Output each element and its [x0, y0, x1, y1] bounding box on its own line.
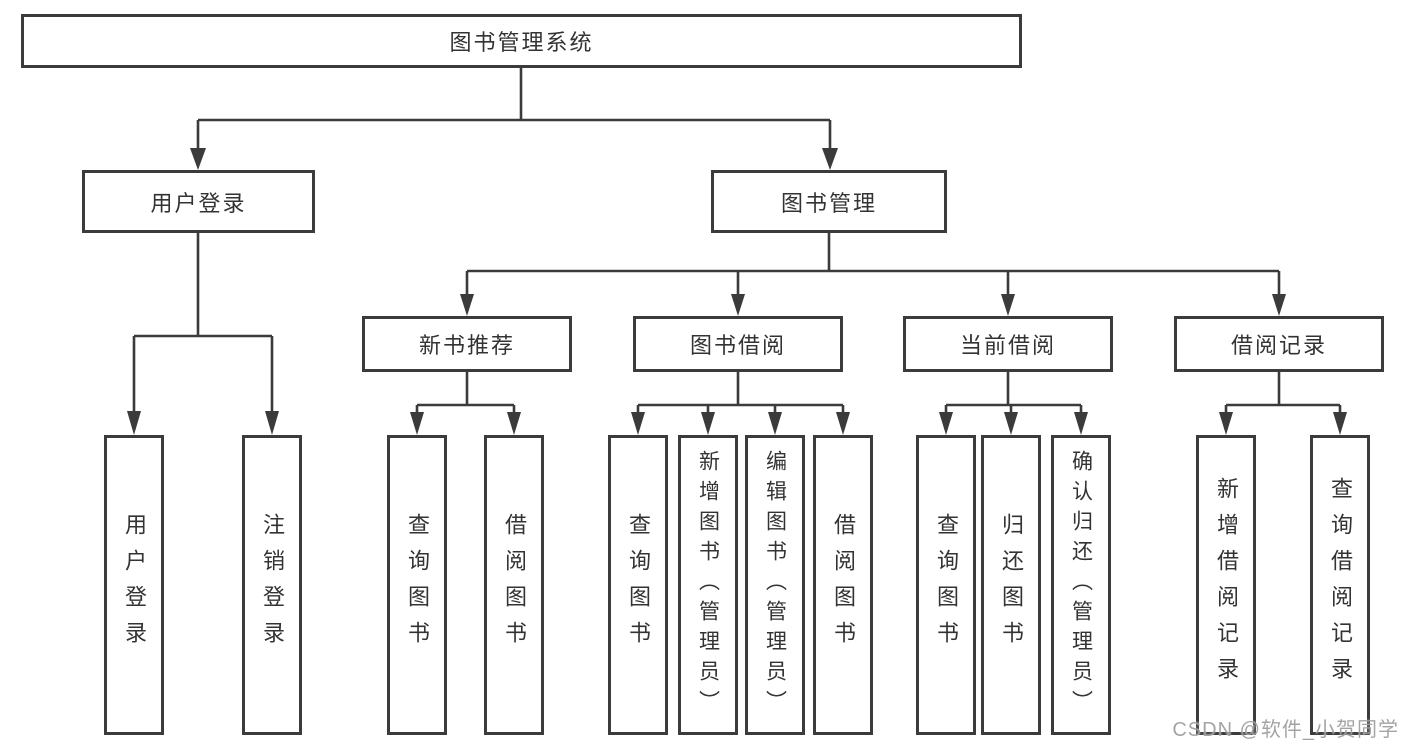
node-library-management-system: 图书管理系统 [21, 14, 1022, 68]
node-label: 当前借阅 [959, 333, 1056, 358]
leaf-label: 用户登录 [122, 513, 147, 657]
node-borrowing-records: 借阅记录 [1174, 316, 1384, 372]
node-book-borrowing: 图书借阅 [633, 316, 843, 372]
leaf-query-books: 查询图书 [916, 435, 976, 735]
leaf-label: 新增借阅记录 [1214, 477, 1239, 693]
node-label: 用户登录 [150, 190, 247, 216]
node-label: 新书推荐 [418, 333, 515, 358]
node-user-login: 用户登录 [82, 170, 315, 233]
arrowheads [127, 148, 1347, 435]
leaf-label: 查询图书 [626, 513, 651, 657]
leaf-label: 编辑图书（管理员） [763, 450, 787, 720]
leaf-edit-books-admin: 编辑图书（管理员） [745, 435, 805, 735]
csdn-watermark: CSDN @软件_小贺同学 [1172, 719, 1399, 741]
leaf-label: 查询图书 [934, 513, 959, 657]
leaf-label: 借阅图书 [502, 513, 527, 657]
node-new-book-recommendation: 新书推荐 [362, 316, 572, 372]
leaf-query-borrow-record: 查询借阅记录 [1310, 435, 1370, 735]
leaf-logout: 注销登录 [242, 435, 302, 735]
leaf-user-login: 用户登录 [104, 435, 164, 735]
leaf-label: 新增图书（管理员） [696, 450, 720, 720]
leaf-confirm-return-admin: 确认归还（管理员） [1051, 435, 1111, 735]
leaf-query-books: 查询图书 [387, 435, 447, 735]
leaf-add-books-admin: 新增图书（管理员） [678, 435, 738, 735]
leaf-label: 注销登录 [260, 513, 285, 657]
leaf-label: 确认归还（管理员） [1069, 450, 1093, 720]
node-book-management: 图书管理 [711, 170, 947, 233]
node-label: 图书管理 [780, 190, 877, 216]
leaf-label: 借阅图书 [831, 513, 856, 657]
leaf-borrow-books: 借阅图书 [813, 435, 873, 735]
leaf-label: 查询借阅记录 [1328, 477, 1353, 693]
node-label: 图书管理系统 [449, 30, 594, 55]
node-label: 借阅记录 [1230, 333, 1327, 358]
leaf-label: 查询图书 [405, 513, 430, 657]
leaf-query-books: 查询图书 [608, 435, 668, 735]
leaf-add-borrow-record: 新增借阅记录 [1196, 435, 1256, 735]
leaf-label: 归还图书 [999, 513, 1024, 657]
leaf-return-books: 归还图书 [981, 435, 1041, 735]
node-label: 图书借阅 [689, 333, 786, 358]
leaf-borrow-books: 借阅图书 [484, 435, 544, 735]
node-current-borrowing: 当前借阅 [903, 316, 1113, 372]
